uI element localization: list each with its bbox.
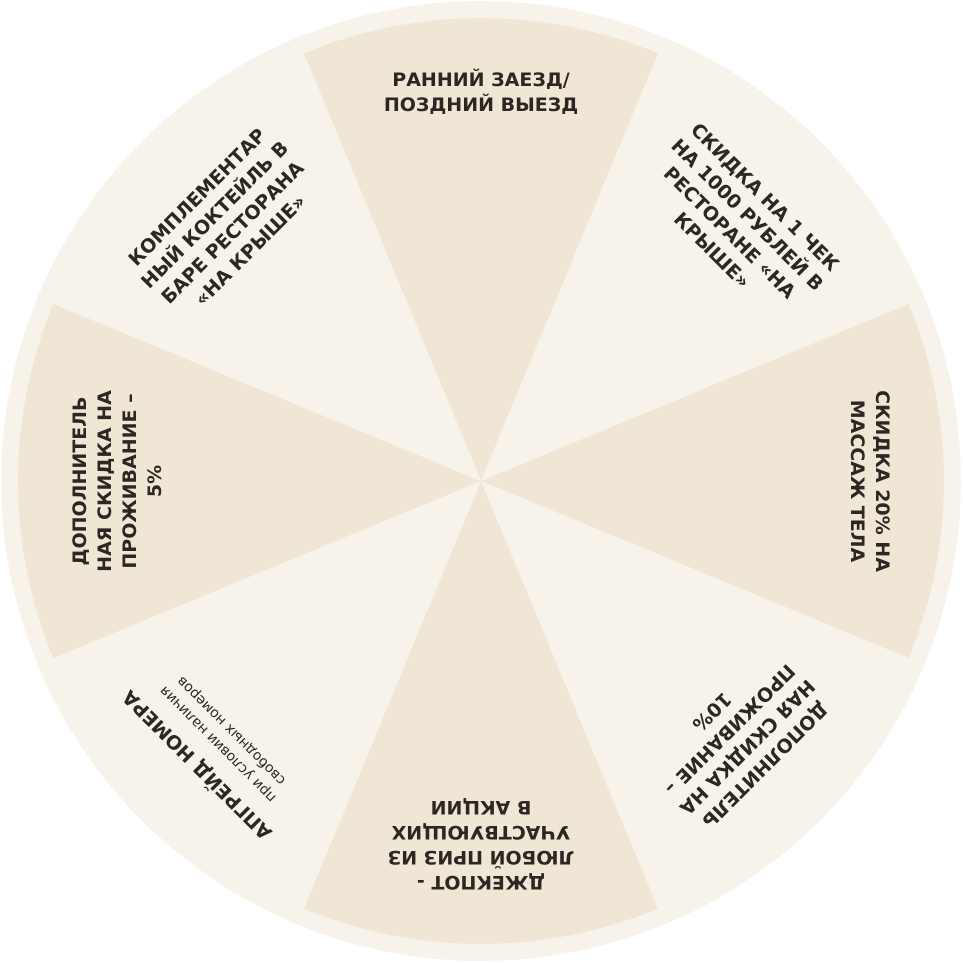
- wheel-segment-complimentary-cocktail: [53, 53, 482, 482]
- wheel-segment-stay-discount-5: [17, 303, 482, 659]
- segment-text-line: НАЯ СКИДКА НА: [94, 390, 116, 572]
- segment-text-line: ДОПОЛНИТЕЛЬ: [69, 397, 91, 566]
- wheel-segment-room-upgrade: [53, 481, 482, 909]
- segment-text-line: УЧАСТВУЮЩИХ: [391, 821, 570, 843]
- wheel-segment-stay-discount-10: [481, 481, 909, 909]
- segment-text-line: ДЖЕКПОТ -: [417, 871, 545, 893]
- segment-text-line: МАССАЖ ТЕЛА: [846, 400, 868, 563]
- segment-text-line: В АКЦИИ: [431, 796, 532, 818]
- segment-text-line: ПОЗДНИЙ ВЫЕЗД: [384, 93, 578, 116]
- wheel-label-early-checkin: РАННИЙ ЗАЕЗД/ПОЗДНИЙ ВЫЕЗД: [384, 68, 578, 116]
- segment-text-line: СКИДКА 20% НА: [871, 390, 893, 572]
- wheel-segment-early-checkin: [303, 17, 659, 481]
- segment-text-line: РАННИЙ ЗАЕЗД/: [392, 68, 569, 91]
- wheel-segment-restaurant-discount: [481, 53, 909, 482]
- wheel-segments: [17, 17, 945, 945]
- wheel-segment-massage-discount: [481, 303, 945, 659]
- wheel-segment-jackpot: [303, 481, 659, 945]
- segment-text-line: ЛЮБОЙ ПРИЗ ИЗ: [388, 846, 574, 869]
- segment-text-line: 5%: [144, 465, 166, 497]
- wheel-label-jackpot: ДЖЕКПОТ -ЛЮБОЙ ПРИЗ ИЗ УЧАСТВУЮЩИХ В АКЦИИ: [388, 796, 574, 893]
- segment-text-line: ПРОЖИВАНИЕ –: [119, 393, 141, 568]
